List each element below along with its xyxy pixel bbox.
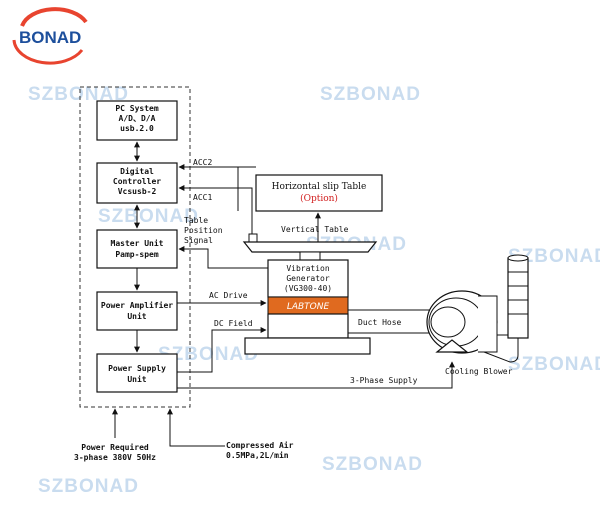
option-label: (Option) <box>300 193 338 204</box>
generator-base <box>244 337 371 355</box>
watermark-text: SZBONAD <box>98 206 199 227</box>
ac-drive-label: AC Drive <box>209 291 248 300</box>
logo-swoosh <box>20 7 88 27</box>
power-supply-block: Power Supply Unit <box>96 353 178 393</box>
compressed-air-arrow <box>167 408 225 447</box>
compressed-air-spec: 0.5MPa,2L/min <box>226 450 289 460</box>
watermark-text: SZBONAD <box>508 354 600 375</box>
digital-controller-label: Digital <box>120 166 154 176</box>
table-position-label: Position <box>184 226 223 235</box>
watermark-text: SZBONAD <box>158 344 259 365</box>
watermark-text: SZBONAD <box>508 246 600 267</box>
pc-system-block: PC System A/D、D/A usb.2.0 <box>96 100 178 141</box>
three-phase-supply-label: 3-Phase Supply <box>350 376 418 385</box>
digital-controller-model: Vcsusb-2 <box>118 187 157 196</box>
vibration-generator-label: Vibration <box>286 264 330 273</box>
power-amplifier-label: Power Amplifier <box>101 300 173 310</box>
power-amplifier-block: Power Amplifier Unit <box>96 291 178 331</box>
acc1-line <box>178 185 253 244</box>
table-position-label: Signal <box>184 236 213 245</box>
power-required-spec: 3-phase 380V 50Hz <box>74 453 156 462</box>
power-supply-label: Power Supply <box>108 364 166 373</box>
horizontal-slip-table-block: Horizontal slip Table (Option) <box>255 174 383 212</box>
bonad-logo: BONAD <box>12 7 88 65</box>
digital-controller-label: Controller <box>113 177 161 186</box>
table-position-signal-line <box>178 246 268 269</box>
pc-system-usb: usb.2.0 <box>120 124 154 133</box>
labtone-brand: LABTONE <box>287 302 330 312</box>
vibration-generator-label: Generator <box>286 274 330 283</box>
pc-system-label: PC System <box>115 104 159 113</box>
acc2-label: ACC2 <box>193 158 212 167</box>
master-unit-label: Master Unit <box>111 238 164 248</box>
power-required-label: Power Required <box>81 442 149 452</box>
master-unit-model: Pamp-spem <box>115 250 159 259</box>
master-unit-block: Master Unit Pamp-spem <box>96 229 178 269</box>
watermark-text: SZBONAD <box>320 84 421 105</box>
compressed-air-label: Compressed Air <box>226 440 294 450</box>
power-supply-label: Unit <box>127 374 146 384</box>
three-phase-supply-line <box>177 361 455 389</box>
acc1-label: ACC1 <box>193 193 212 202</box>
watermark-text: SZBONAD <box>322 454 423 475</box>
cooling-blower-label: Cooling Blower <box>445 367 513 376</box>
duct-hose-label: Duct Hose <box>358 318 402 327</box>
dc-field-label: DC Field <box>214 319 253 328</box>
table-position-label: Table <box>184 216 208 225</box>
watermark-text: SZBONAD <box>28 84 129 105</box>
logo-swoosh <box>12 39 84 65</box>
digital-controller-block: Digital Controller Vcsusb-2 <box>96 162 178 204</box>
control-cabinet-boundary <box>79 86 191 408</box>
pc-system-io: A/D、D/A <box>119 114 156 123</box>
vibration-generator-block: Vibration Generator (VG300-40) LABTONE <box>244 259 371 355</box>
power-amplifier-label: Unit <box>127 311 146 321</box>
watermark-text: SZBONAD <box>38 476 139 497</box>
dc-field-line <box>177 327 267 373</box>
logo-text: BONAD <box>19 28 81 47</box>
horizontal-slip-table-label: Horizontal slip Table <box>272 182 367 192</box>
vertical-table-label: Vertical Table <box>281 225 349 234</box>
cooling-blower-shape <box>426 254 529 363</box>
vertical-table-shape <box>242 233 378 261</box>
vibration-generator-model: (VG300-40) <box>284 284 332 293</box>
